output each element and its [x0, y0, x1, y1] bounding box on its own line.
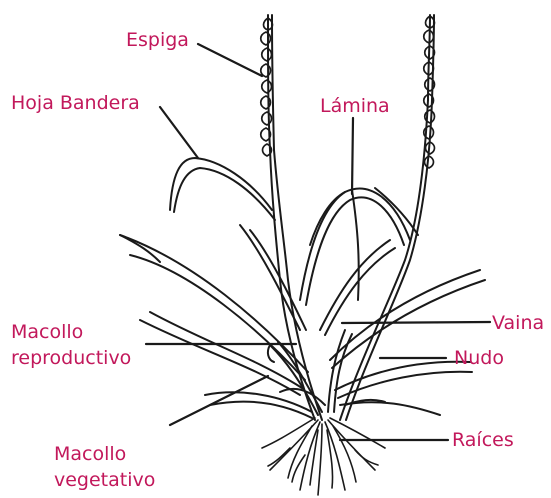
- flag-leaf: [170, 158, 275, 220]
- pointer-lamina: [352, 118, 353, 194]
- label-macollo-vegetativo-line1: Macollo: [54, 442, 126, 466]
- label-lamina: Lámina: [320, 94, 390, 118]
- label-hoja-bandera: Hoja Bandera: [11, 91, 140, 115]
- label-raices: Raíces: [452, 428, 514, 452]
- right-culm: [340, 15, 434, 420]
- label-macollo-reproductivo-line2: reproductivo: [11, 346, 131, 370]
- roots: [262, 418, 385, 495]
- label-nudo: Nudo: [454, 346, 504, 370]
- pointer-macollo-vegetativo: [170, 376, 268, 425]
- pointer-espiga: [198, 44, 262, 76]
- pointer-vaina: [342, 322, 490, 323]
- pointer-hoja-bandera: [160, 107, 198, 158]
- left-leaves: [120, 225, 308, 395]
- label-macollo-reproductivo-line1: Macollo: [11, 320, 83, 344]
- left-spike: [261, 18, 273, 156]
- label-espiga: Espiga: [126, 28, 189, 52]
- label-vaina: Vaina: [492, 311, 544, 335]
- label-macollo-vegetativo-line2: vegetativo: [54, 468, 155, 492]
